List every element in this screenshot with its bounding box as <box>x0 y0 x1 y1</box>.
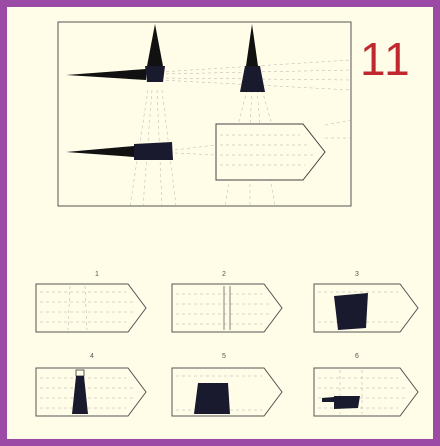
option-label: 3 <box>355 271 359 278</box>
option-4[interactable]: 4 <box>36 353 146 416</box>
option-1[interactable]: 1 <box>36 271 146 332</box>
option-5[interactable]: 5 <box>172 353 282 416</box>
option-label: 6 <box>355 353 359 360</box>
option-label: 1 <box>95 271 99 278</box>
option-label: 2 <box>222 271 226 278</box>
question-panel <box>58 22 351 206</box>
option-label: 4 <box>90 353 94 360</box>
options: 1 2 3 <box>36 271 418 416</box>
option-3[interactable]: 3 <box>314 271 418 332</box>
option-6[interactable]: 6 <box>314 353 418 416</box>
option-2[interactable]: 2 <box>172 271 282 332</box>
option-label: 5 <box>222 353 226 360</box>
